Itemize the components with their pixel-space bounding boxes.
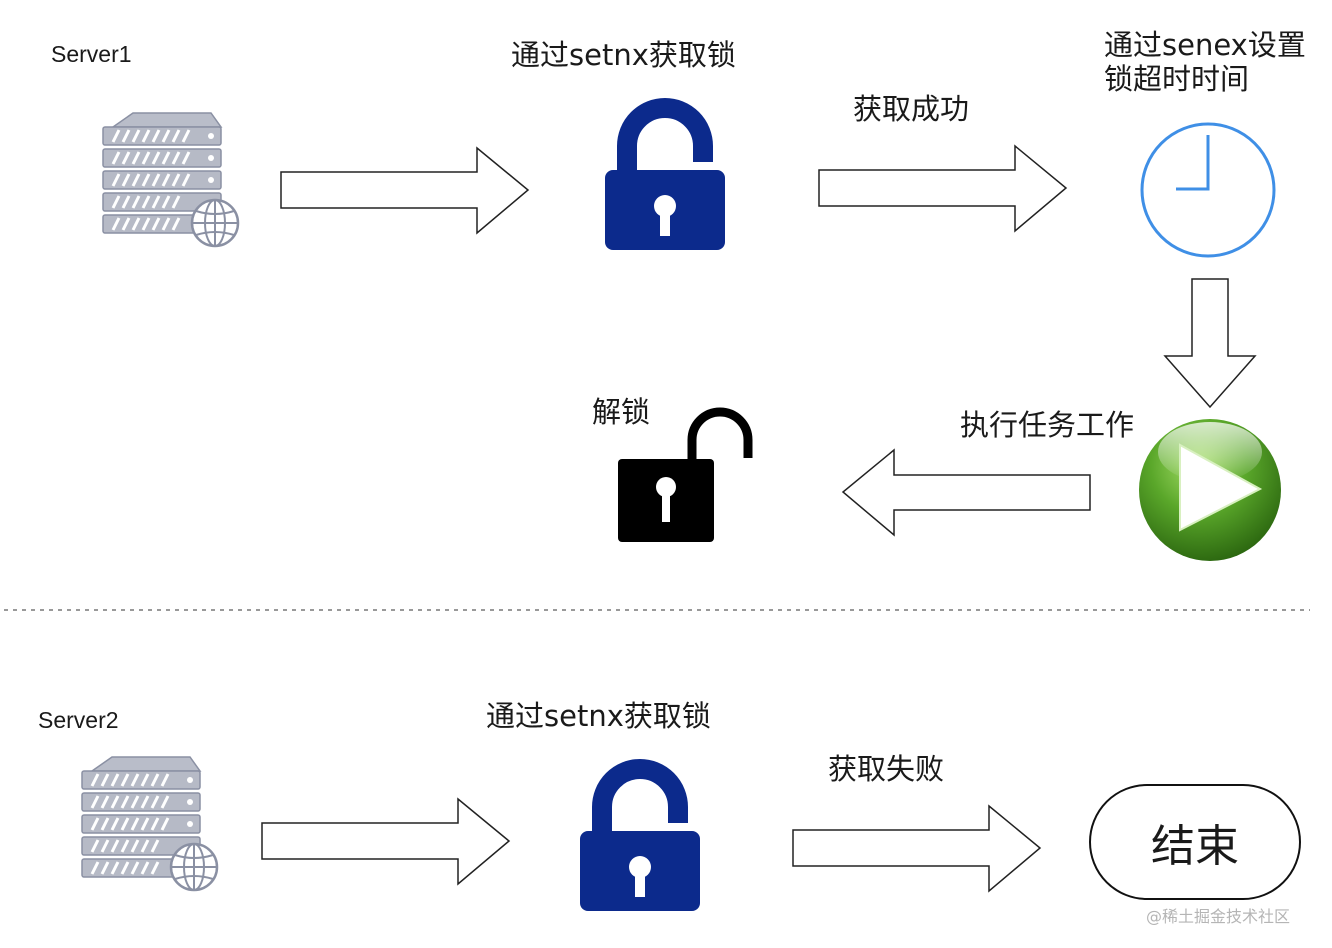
timeout-label: 通过senex设置 锁超时时间 [1104,28,1306,97]
acquire-lock-label-2: 通过setnx获取锁 [486,699,711,733]
arrow-to-end [792,804,1042,893]
unlock-icon [618,407,753,542]
end-node: 结束 [1089,784,1301,900]
arrow-to-lock-1 [280,146,530,235]
server1-label: Server1 [51,41,132,67]
arrow-down-to-play [1163,278,1257,409]
arrow-to-unlock [841,448,1091,537]
arrow-to-lock-2 [261,797,511,886]
play-icon [1139,419,1281,561]
end-label: 结束 [1151,821,1239,872]
acquire-success-label: 获取成功 [853,92,970,126]
arrow-to-clock [818,144,1068,233]
server2-label: Server2 [38,707,119,733]
acquire-lock-label-1: 通过setnx获取锁 [511,38,736,72]
acquire-fail-label: 获取失败 [828,752,945,786]
lock-icon-1 [605,108,725,250]
lock-icon-2 [580,769,700,911]
clock-icon [1140,122,1276,258]
server2-icon [80,755,219,892]
execute-task-label: 执行任务工作 [960,408,1135,442]
unlock-label: 解锁 [592,395,651,429]
watermark: @稀土掘金技术社区 [1146,907,1291,926]
server1-icon [101,111,240,248]
